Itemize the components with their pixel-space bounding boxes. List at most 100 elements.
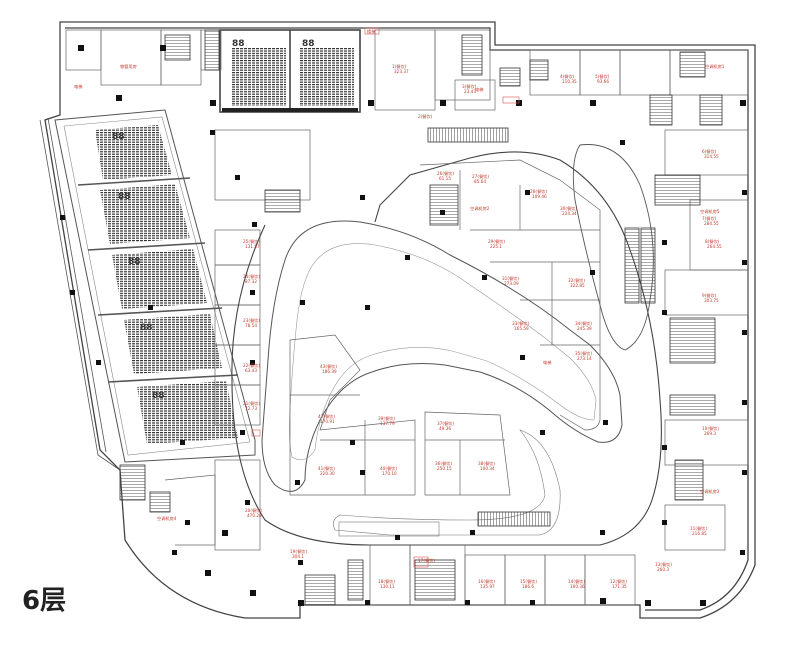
svg-text:88: 88 bbox=[128, 257, 141, 267]
unit-31-name: 31(餐饮) bbox=[502, 275, 519, 282]
unit-8-area: 264.55 bbox=[707, 244, 722, 249]
unit-39-area: 137.79 bbox=[380, 421, 395, 426]
unit-25-name: 25(餐饮) bbox=[243, 238, 260, 245]
unit-11-area: 216.85 bbox=[692, 531, 707, 536]
unit-34-name: 34(餐饮) bbox=[575, 320, 592, 327]
svg-text:88: 88 bbox=[152, 391, 165, 401]
unit-23-area: 78.54 bbox=[245, 323, 257, 328]
unit-22-name: 22(餐饮) bbox=[243, 362, 260, 369]
unit-13-area: 260.3 bbox=[657, 567, 669, 572]
unit-28-name: 28(餐饮) bbox=[530, 188, 547, 195]
unit-10-name: 10(餐饮) bbox=[702, 425, 719, 432]
unit-37-name: 37(餐饮) bbox=[437, 420, 454, 427]
cinema-block: 88 88 88 88 88 bbox=[54, 109, 256, 463]
unit-9-name: 9(餐饮) bbox=[702, 292, 717, 299]
aircon-room-5-label: 空调机房5 bbox=[700, 208, 720, 215]
unit-10-area: 269.3 bbox=[704, 431, 716, 436]
unit-26-name: 26(餐饮) bbox=[437, 170, 454, 177]
unit-43-area: 186.39 bbox=[322, 369, 337, 374]
top-cinema-halls: 88 88 bbox=[219, 29, 361, 113]
aircon-room-1-label: 空调机房1 bbox=[705, 63, 725, 70]
atrium bbox=[261, 220, 623, 492]
unit-26-area: 61.15 bbox=[439, 176, 451, 181]
svg-text:88: 88 bbox=[140, 323, 153, 333]
unit-43-name: 43(餐饮) bbox=[320, 363, 337, 370]
stairs-tag-label: 楼梯 bbox=[367, 28, 375, 35]
svg-text:88: 88 bbox=[232, 39, 245, 49]
unit-27-name: 27(餐饮) bbox=[472, 173, 489, 180]
rooms bbox=[65, 29, 749, 606]
unit-41-area: 220.30 bbox=[320, 471, 335, 476]
unit-31-area: 273.09 bbox=[504, 281, 519, 286]
elevator-label-3: 电梯 bbox=[543, 359, 551, 366]
unit-33-area: 165.59 bbox=[514, 326, 529, 331]
unit-39-name: 39(餐饮) bbox=[378, 415, 395, 422]
service-labels: 楼梯 电梯 电梯 电梯 物管用房 空调机房1 空调机房2 空调机房3 空调机房4… bbox=[74, 28, 725, 522]
unit-18-area: 130.11 bbox=[380, 584, 395, 589]
unit-24-name: 24(餐饮) bbox=[243, 273, 260, 280]
unit-20-area: 470.28 bbox=[247, 513, 262, 518]
unit-32-name: 32(餐饮) bbox=[568, 277, 585, 284]
escalators bbox=[338, 127, 656, 537]
service-tags bbox=[251, 27, 520, 568]
unit-17-name: 17(餐饮) bbox=[418, 557, 435, 564]
unit-40-area: 170.10 bbox=[382, 471, 397, 476]
unit-12-name: 12(餐饮) bbox=[610, 578, 627, 585]
unit-30-name: 30(餐饮) bbox=[560, 205, 577, 212]
elevator-label-1: 电梯 bbox=[74, 83, 82, 90]
unit-18-name: 18(餐饮) bbox=[378, 578, 395, 585]
unit-28-area: 109.46 bbox=[532, 194, 547, 199]
unit-32-area: 322.85 bbox=[570, 283, 585, 288]
west-wall bbox=[39, 117, 121, 471]
columns bbox=[60, 45, 747, 606]
unit-16-area: 135.97 bbox=[480, 584, 495, 589]
unit-7-area: 284.55 bbox=[704, 221, 719, 226]
unit-labels: 1(餐饮)323.372(餐饮)3(餐饮)23.434(餐饮)110.355(餐… bbox=[243, 63, 722, 589]
aircon-room-4-label: 空调机房4 bbox=[157, 515, 177, 522]
unit-40-name: 40(餐饮) bbox=[380, 465, 397, 472]
unit-41-name: 41(餐饮) bbox=[318, 465, 335, 472]
svg-text:88: 88 bbox=[302, 39, 315, 49]
unit-15-name: 15(餐饮) bbox=[520, 578, 537, 585]
unit-38-name: 38(餐饮) bbox=[478, 460, 495, 467]
unit-13-name: 13(餐饮) bbox=[655, 561, 672, 568]
unit-9-area: 303.75 bbox=[704, 298, 719, 303]
unit-23-name: 23(餐饮) bbox=[243, 317, 260, 324]
unit-14-name: 14(餐饮) bbox=[568, 578, 585, 585]
unit-20-name: 20(餐饮) bbox=[245, 507, 262, 514]
inner-shops bbox=[289, 159, 601, 496]
svg-text:88: 88 bbox=[112, 132, 125, 142]
unit-22-area: 63.43 bbox=[245, 368, 257, 373]
unit-19-name: 19(餐饮) bbox=[290, 548, 307, 555]
floor-label: 6层 bbox=[22, 586, 67, 616]
unit-5-name: 5(餐饮) bbox=[595, 73, 610, 80]
unit-12-area: 171.35 bbox=[612, 584, 627, 589]
aircon-room-3-label: 空调机房3 bbox=[700, 488, 720, 495]
unit-6-area: 314.55 bbox=[704, 154, 719, 159]
unit-2-name: 2(餐饮) bbox=[418, 113, 433, 120]
stair-cores bbox=[119, 29, 723, 606]
aircon-room-2-label: 空调机房2 bbox=[470, 205, 490, 212]
unit-3-area: 23.43 bbox=[464, 89, 476, 94]
unit-36-area: 250.15 bbox=[437, 466, 452, 471]
unit-35-area: 273.14 bbox=[577, 356, 592, 361]
unit-42-name: 42(餐饮) bbox=[318, 413, 335, 420]
unit-19-area: 304.1 bbox=[292, 554, 304, 559]
unit-29-area: 225.1 bbox=[490, 244, 502, 249]
unit-11-name: 11(餐饮) bbox=[690, 525, 707, 532]
elevator-label-2: 电梯 bbox=[475, 86, 483, 93]
unit-7-name: 7(餐饮) bbox=[702, 215, 717, 222]
unit-25-area: 131.57 bbox=[245, 244, 260, 249]
unit-38-area: 100.34 bbox=[480, 466, 495, 471]
unit-21-area: 72.73 bbox=[245, 406, 257, 411]
management-room-label: 物管用房 bbox=[120, 63, 137, 70]
unit-27-area: 85.64 bbox=[474, 179, 486, 184]
unit-4-area: 110.35 bbox=[562, 79, 577, 84]
unit-6-name: 6(餐饮) bbox=[702, 148, 717, 155]
unit-1-area: 323.37 bbox=[394, 69, 409, 74]
unit-34-area: 245.39 bbox=[577, 326, 592, 331]
unit-24-area: 87.32 bbox=[245, 279, 257, 284]
unit-8-name: 8(餐饮) bbox=[705, 238, 720, 245]
unit-30-area: 224.34 bbox=[562, 211, 577, 216]
